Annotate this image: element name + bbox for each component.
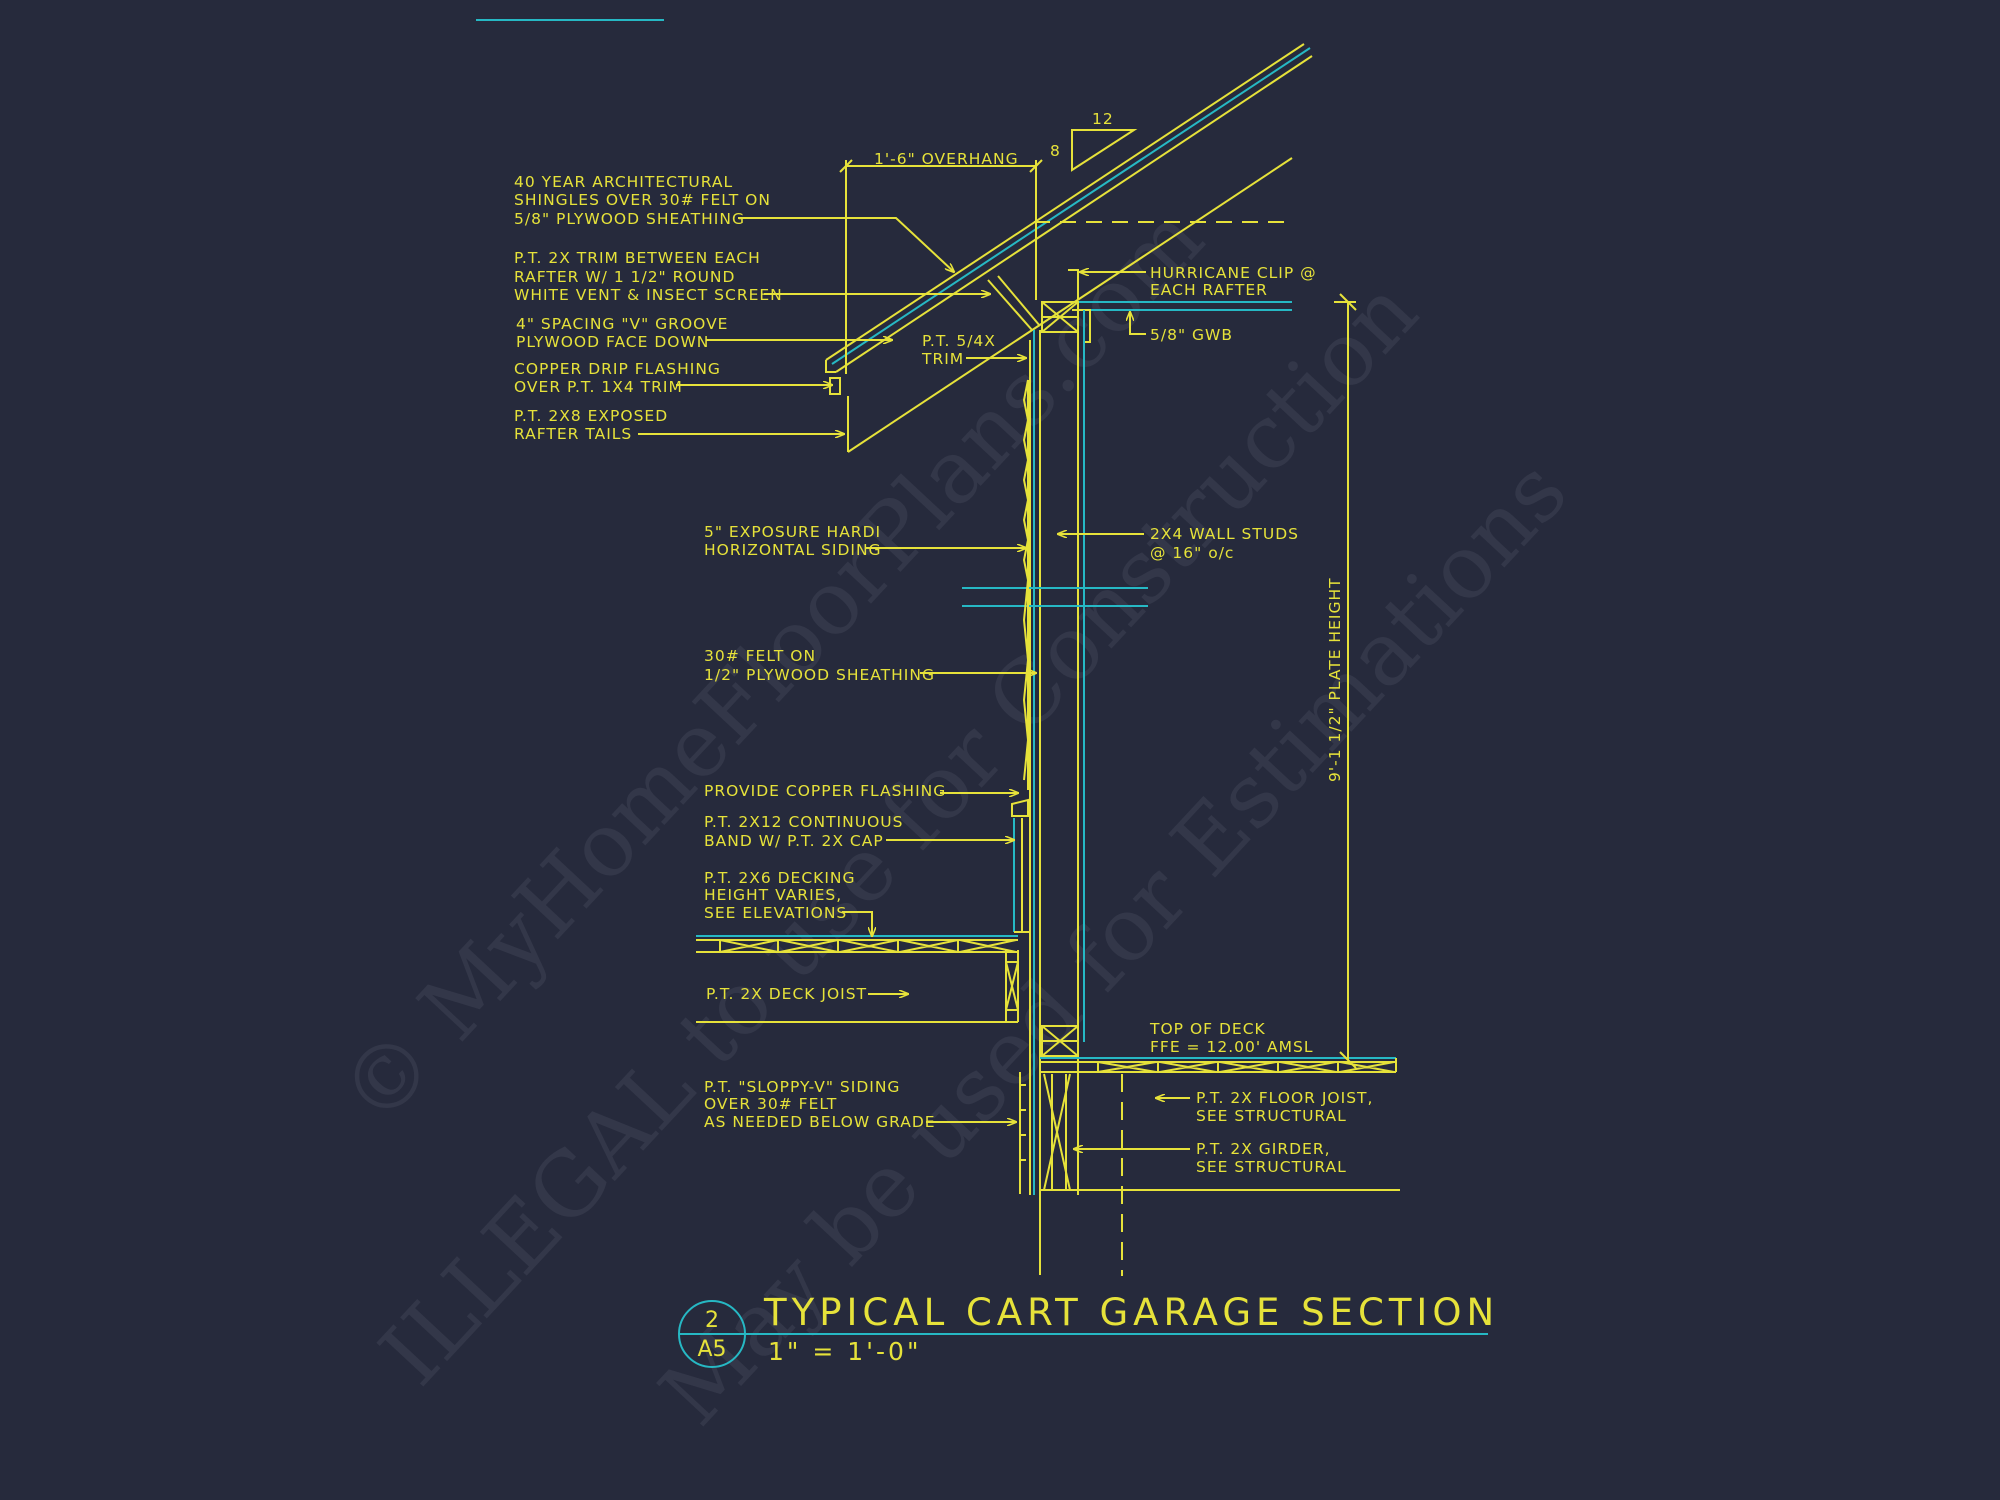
svg-text:HEIGHT VARIES,: HEIGHT VARIES, bbox=[704, 886, 842, 904]
note-top-of-deck: TOP OF DECK FFE = 12.00' AMSL bbox=[1149, 1020, 1313, 1056]
svg-text:5" EXPOSURE HARDI: 5" EXPOSURE HARDI bbox=[704, 523, 881, 541]
note-felt-sheathing: 30# FELT ON 1/2" PLYWOOD SHEATHING bbox=[704, 647, 1036, 684]
svg-text:RAFTER TAILS: RAFTER TAILS bbox=[514, 425, 632, 443]
svg-text:P.T. 2X FLOOR JOIST,: P.T. 2X FLOOR JOIST, bbox=[1196, 1089, 1373, 1107]
svg-text:P.T. 2X DECK JOIST: P.T. 2X DECK JOIST bbox=[706, 985, 867, 1003]
svg-text:P.T. 2X TRIM BETWEEN EACH: P.T. 2X TRIM BETWEEN EACH bbox=[514, 249, 761, 267]
slope-rise: 8 bbox=[1050, 142, 1061, 160]
roof-slope-indicator: 12 8 bbox=[1050, 110, 1138, 172]
svg-text:OVER 30# FELT: OVER 30# FELT bbox=[704, 1095, 837, 1113]
sheet-number: A5 bbox=[697, 1337, 726, 1362]
deck-left bbox=[696, 935, 1018, 953]
svg-text:PROVIDE COPPER FLASHING: PROVIDE COPPER FLASHING bbox=[704, 782, 946, 800]
svg-text:P.T. 2X12 CONTINUOUS: P.T. 2X12 CONTINUOUS bbox=[704, 813, 903, 831]
svg-text:RAFTER W/ 1 1/2" ROUND: RAFTER W/ 1 1/2" ROUND bbox=[514, 268, 735, 286]
note-rafter-tails: P.T. 2X8 EXPOSED RAFTER TAILS bbox=[514, 407, 844, 443]
svg-text:EACH RAFTER: EACH RAFTER bbox=[1150, 281, 1268, 299]
note-shingles: 40 YEAR ARCHITECTURAL SHINGLES OVER 30# … bbox=[514, 173, 954, 272]
drawing-title: TYPICAL CART GARAGE SECTION bbox=[763, 1291, 1499, 1334]
svg-text:SEE ELEVATIONS: SEE ELEVATIONS bbox=[704, 904, 847, 922]
svg-text:5/8" GWB: 5/8" GWB bbox=[1150, 326, 1233, 344]
wall-assembly bbox=[696, 310, 1148, 1275]
note-floor-joist: P.T. 2X FLOOR JOIST, SEE STRUCTURAL bbox=[1156, 1089, 1373, 1125]
note-hurricane-clip: HURRICANE CLIP @ EACH RAFTER bbox=[1080, 264, 1317, 299]
floor-assembly bbox=[1019, 1057, 1400, 1276]
svg-text:P.T. 2X GIRDER,: P.T. 2X GIRDER, bbox=[1196, 1140, 1331, 1158]
svg-text:30# FELT ON: 30# FELT ON bbox=[704, 647, 816, 665]
svg-text:TRIM: TRIM bbox=[921, 350, 964, 368]
svg-text:BAND W/ P.T. 2X CAP: BAND W/ P.T. 2X CAP bbox=[704, 832, 884, 850]
svg-text:AS NEEDED BELOW GRADE: AS NEEDED BELOW GRADE bbox=[704, 1113, 936, 1131]
roof-assembly bbox=[825, 43, 1313, 453]
svg-text:40 YEAR ARCHITECTURAL: 40 YEAR ARCHITECTURAL bbox=[514, 173, 733, 191]
svg-text:COPPER DRIP FLASHING: COPPER DRIP FLASHING bbox=[514, 360, 721, 378]
note-trim-54: P.T. 5/4X TRIM bbox=[921, 332, 1026, 368]
svg-text:1/2" PLYWOOD SHEATHING: 1/2" PLYWOOD SHEATHING bbox=[704, 666, 935, 684]
svg-text:P.T. 2X6 DECKING: P.T. 2X6 DECKING bbox=[704, 869, 856, 887]
note-band: P.T. 2X12 CONTINUOUS BAND W/ P.T. 2X CAP bbox=[704, 813, 1014, 850]
note-deck-joist: P.T. 2X DECK JOIST bbox=[706, 985, 908, 1003]
svg-text:4" SPACING "V" GROOVE: 4" SPACING "V" GROOVE bbox=[516, 315, 728, 333]
svg-text:FFE = 12.00' AMSL: FFE = 12.00' AMSL bbox=[1150, 1038, 1313, 1056]
svg-text:5/8" PLYWOOD SHEATHING: 5/8" PLYWOOD SHEATHING bbox=[514, 210, 745, 228]
detail-number: 2 bbox=[705, 1308, 719, 1333]
svg-text:P.T. 5/4X: P.T. 5/4X bbox=[922, 332, 996, 350]
svg-text:OVER P.T. 1X4 TRIM: OVER P.T. 1X4 TRIM bbox=[514, 378, 683, 396]
note-sloppy-v: P.T. "SLOPPY-V" SIDING OVER 30# FELT AS … bbox=[704, 1078, 1016, 1131]
svg-text:SEE STRUCTURAL: SEE STRUCTURAL bbox=[1196, 1158, 1347, 1176]
svg-text:HURRICANE CLIP @: HURRICANE CLIP @ bbox=[1150, 264, 1317, 282]
svg-text:2X4 WALL STUDS: 2X4 WALL STUDS bbox=[1150, 525, 1299, 543]
note-gwb: 5/8" GWB bbox=[1130, 312, 1233, 344]
note-decking: P.T. 2X6 DECKING HEIGHT VARIES, SEE ELEV… bbox=[704, 869, 872, 936]
svg-text:HORIZONTAL SIDING: HORIZONTAL SIDING bbox=[704, 541, 882, 559]
note-plywood-groove: 4" SPACING "V" GROOVE PLYWOOD FACE DOWN bbox=[516, 315, 892, 351]
note-drip-flashing: COPPER DRIP FLASHING OVER P.T. 1X4 TRIM bbox=[514, 360, 832, 396]
note-hardi-siding: 5" EXPOSURE HARDI HORIZONTAL SIDING bbox=[704, 523, 1026, 559]
title-block: 2 A5 TYPICAL CART GARAGE SECTION 1" = 1'… bbox=[678, 1291, 1499, 1368]
svg-text:TOP OF DECK: TOP OF DECK bbox=[1149, 1020, 1266, 1038]
plate-height-label: 9'-1 1/2" PLATE HEIGHT bbox=[1326, 577, 1344, 782]
overhang-dimension: 1'-6" OVERHANG bbox=[839, 150, 1043, 374]
svg-text:WHITE VENT & INSECT SCREEN: WHITE VENT & INSECT SCREEN bbox=[514, 286, 783, 304]
svg-text:PLYWOOD FACE DOWN: PLYWOOD FACE DOWN bbox=[516, 333, 709, 351]
svg-text:SEE STRUCTURAL: SEE STRUCTURAL bbox=[1196, 1107, 1347, 1125]
svg-text:P.T. 2X8 EXPOSED: P.T. 2X8 EXPOSED bbox=[514, 407, 668, 425]
slope-run: 12 bbox=[1092, 110, 1114, 128]
note-trim-vent: P.T. 2X TRIM BETWEEN EACH RAFTER W/ 1 1/… bbox=[514, 249, 990, 304]
watermark: © MyHomeFloorPlans.com ILLEGAL to use fo… bbox=[320, 186, 1587, 1444]
svg-text:@ 16" o/c: @ 16" o/c bbox=[1150, 544, 1234, 562]
note-copper-flashing: PROVIDE COPPER FLASHING bbox=[704, 782, 1018, 800]
svg-text:SHINGLES OVER 30# FELT ON: SHINGLES OVER 30# FELT ON bbox=[514, 191, 771, 209]
overhang-label: 1'-6" OVERHANG bbox=[874, 150, 1019, 168]
note-wall-studs: 2X4 WALL STUDS @ 16" o/c bbox=[1058, 525, 1299, 562]
drawing-scale: 1" = 1'-0" bbox=[768, 1337, 921, 1366]
plate-height-dimension: 9'-1 1/2" PLATE HEIGHT bbox=[1326, 293, 1357, 1069]
note-girder: P.T. 2X GIRDER, SEE STRUCTURAL bbox=[1074, 1140, 1347, 1176]
svg-text:P.T. "SLOPPY-V" SIDING: P.T. "SLOPPY-V" SIDING bbox=[704, 1078, 900, 1096]
